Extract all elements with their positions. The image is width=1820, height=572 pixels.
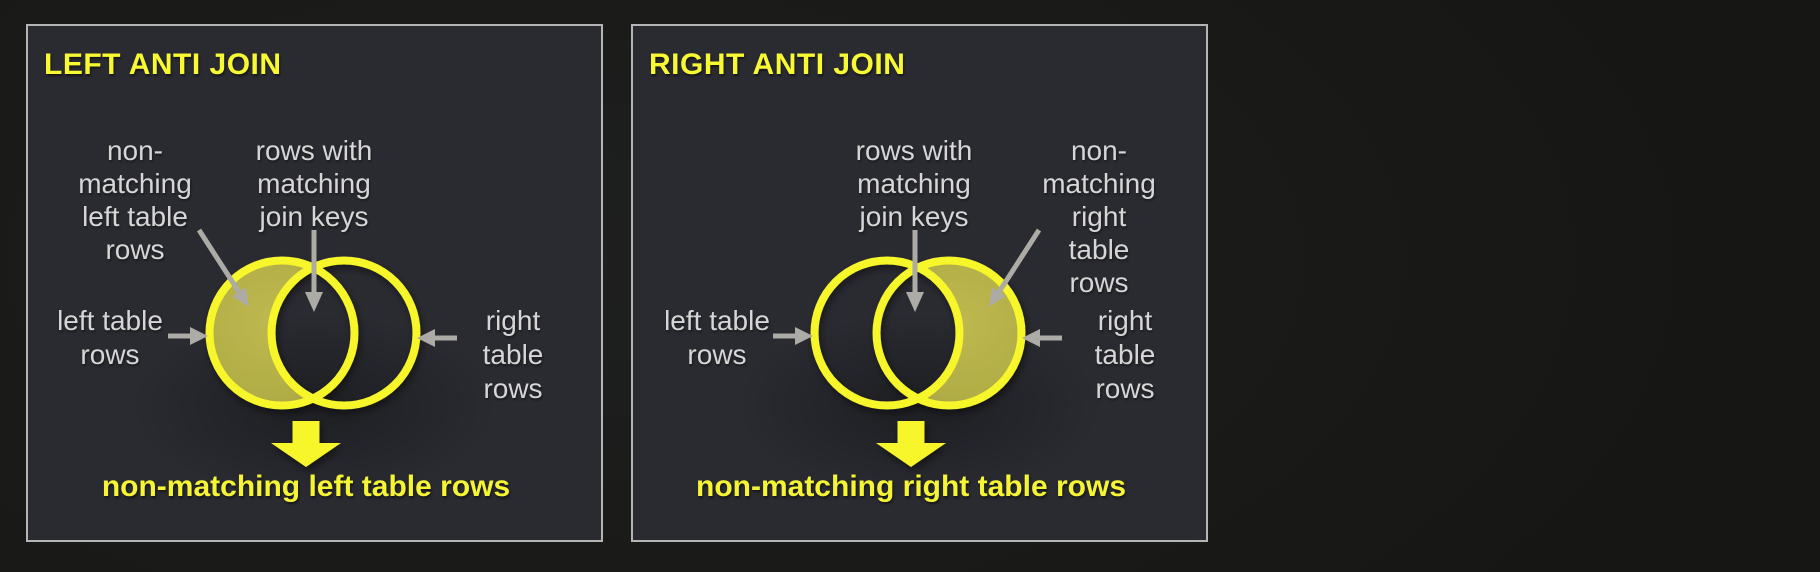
down-pointer-icon	[906, 230, 924, 312]
label-matching-join-keys: rows with matching join keys	[255, 135, 373, 232]
left-circle	[810, 256, 964, 410]
left-pointer-icon	[1022, 329, 1062, 347]
right-circle	[872, 256, 1026, 410]
label-left-table-rows: left table rows	[664, 305, 770, 370]
panel-title: LEFT ANTI JOIN	[44, 48, 282, 81]
left-pointer-icon	[417, 329, 457, 347]
label-non-matching-rows: non- matching right table rows	[1042, 135, 1156, 298]
right-anti-join-panel: RIGHT ANTI JOIN	[631, 24, 1208, 542]
label-left-table-rows: left table rows	[57, 305, 163, 370]
pointer-arrows	[773, 228, 1062, 347]
left-anti-join-panel: LEFT ANTI JOIN	[26, 24, 603, 542]
right-pointer-icon	[168, 327, 208, 345]
diagonal-pointer-icon	[196, 228, 249, 307]
diagonal-pointer-icon	[989, 228, 1042, 307]
venn-diagram	[168, 228, 457, 467]
right-pointer-icon	[773, 327, 813, 345]
left-circle	[205, 256, 359, 410]
result-text: non-matching left table rows	[101, 470, 511, 503]
result-arrow-icon	[271, 421, 341, 467]
result-text: non-matching right table rows	[695, 470, 1127, 503]
result-arrow-icon	[876, 421, 946, 467]
label-matching-join-keys: rows with matching join keys	[855, 135, 973, 232]
panel-title: RIGHT ANTI JOIN	[649, 48, 906, 81]
venn-diagram	[773, 228, 1062, 467]
label-non-matching-rows: non- matching left table rows	[78, 135, 192, 265]
pointer-arrows	[168, 228, 457, 347]
label-right-table-rows: right table rows	[1094, 305, 1156, 404]
down-pointer-icon	[305, 230, 323, 312]
label-right-table-rows: right table rows	[482, 305, 544, 404]
right-circle	[267, 256, 421, 410]
